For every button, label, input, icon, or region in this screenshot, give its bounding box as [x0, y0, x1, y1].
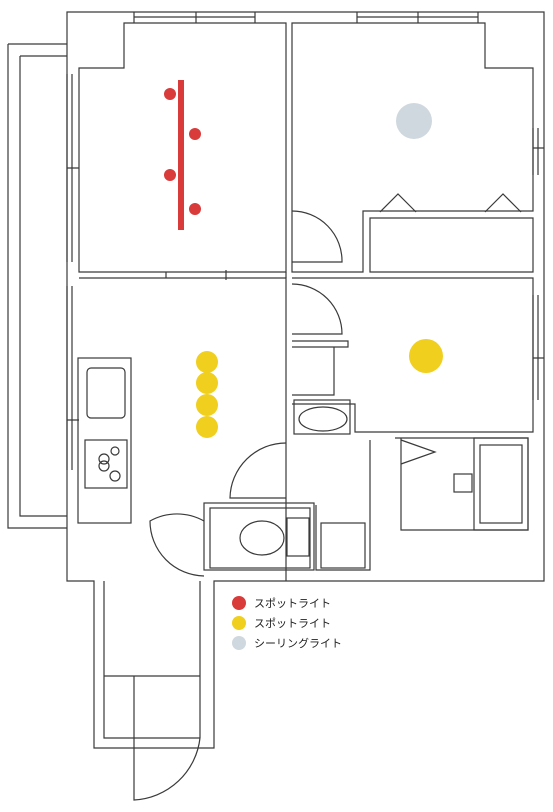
legend-item-ceiling-light: シーリングライト	[232, 634, 342, 652]
legend-label: スポットライト	[254, 597, 331, 610]
yellow-spot-1	[196, 351, 218, 373]
red-spot-1	[164, 88, 176, 100]
gray-dot-icon	[232, 636, 246, 650]
red-dot-icon	[232, 596, 246, 610]
legend-item-red-spot: スポットライト	[232, 594, 331, 612]
red-spot-4	[189, 203, 201, 215]
inner-wall-right-room	[291, 22, 534, 273]
legend-label: スポットライト	[254, 617, 331, 630]
kitchen-counter	[77, 357, 132, 524]
red-spot-2	[189, 128, 201, 140]
yellow-spot-3	[196, 394, 218, 416]
legend-item-yellow-spot: スポットライト	[232, 614, 331, 632]
yellow-dot-icon	[232, 616, 246, 630]
track-rail	[178, 80, 184, 230]
ceiling-light	[396, 103, 432, 139]
yellow-spot-4	[196, 416, 218, 438]
red-spot-3	[164, 169, 176, 181]
yellow-spot-room	[409, 339, 443, 373]
yellow-spot-2	[196, 372, 218, 394]
outer-wall	[66, 11, 545, 749]
inner-wall	[78, 22, 287, 273]
balcony	[7, 43, 67, 529]
closet	[369, 217, 534, 273]
legend-label: シーリングライト	[254, 637, 342, 650]
